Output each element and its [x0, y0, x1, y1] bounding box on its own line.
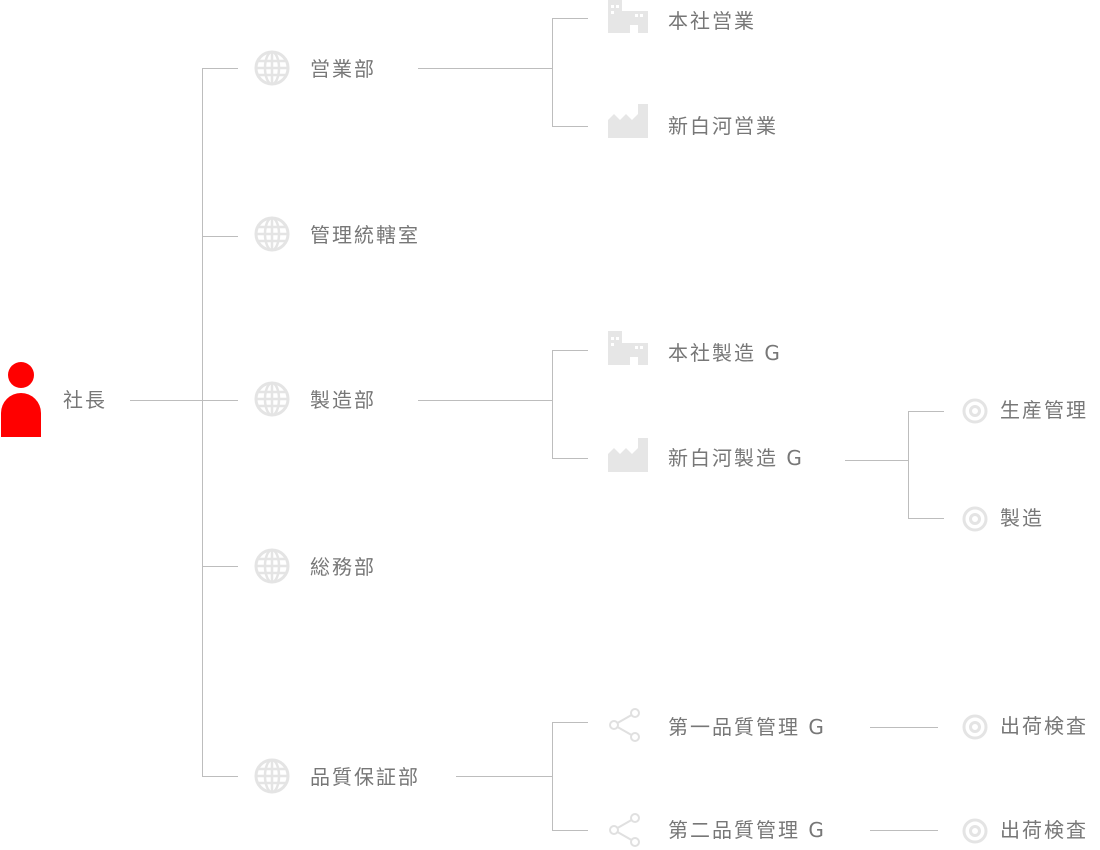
- department-label: 営業部: [310, 57, 376, 81]
- factory-icon: [608, 104, 648, 138]
- connector-line: [552, 350, 588, 351]
- team-label: 出荷検査: [1000, 818, 1088, 842]
- connector-line: [202, 68, 238, 69]
- connector-line: [870, 727, 938, 728]
- connector-line: [552, 18, 553, 127]
- root-label: 社長: [63, 388, 107, 412]
- connector-line: [202, 566, 238, 567]
- connector-line: [202, 68, 203, 777]
- connector-line: [552, 126, 588, 127]
- department-label: 製造部: [310, 388, 376, 412]
- share-icon: [607, 812, 643, 848]
- group-label: 本社営業: [668, 9, 756, 33]
- connector-line: [908, 518, 944, 519]
- connector-line: [908, 411, 944, 412]
- connector-line: [418, 68, 552, 69]
- connector-line: [552, 722, 588, 723]
- group-label: 第二品質管理 G: [668, 818, 826, 842]
- connector-line: [552, 722, 553, 831]
- office-building-icon: [608, 331, 648, 365]
- globe-icon: [254, 758, 290, 794]
- globe-icon: [254, 50, 290, 86]
- group-label: 新白河製造 G: [668, 446, 804, 470]
- connector-line: [418, 400, 552, 401]
- department-label: 総務部: [310, 555, 376, 579]
- connector-line: [552, 458, 588, 459]
- person-icon: [1, 362, 41, 437]
- department-label: 品質保証部: [310, 765, 420, 789]
- target-icon: [962, 398, 988, 424]
- connector-line: [202, 776, 238, 777]
- department-label: 管理統轄室: [310, 223, 420, 247]
- target-icon: [962, 714, 988, 740]
- globe-icon: [254, 548, 290, 584]
- connector-line: [456, 776, 552, 777]
- connector-line: [552, 830, 588, 831]
- target-icon: [962, 506, 988, 532]
- team-label: 生産管理: [1000, 398, 1088, 422]
- connector-line: [552, 350, 553, 459]
- group-label: 第一品質管理 G: [668, 715, 826, 739]
- team-label: 出荷検査: [1000, 714, 1088, 738]
- team-label: 製造: [1000, 506, 1044, 530]
- connector-line: [908, 411, 909, 519]
- target-icon: [962, 818, 988, 844]
- globe-icon: [254, 381, 290, 417]
- connector-line: [845, 460, 908, 461]
- connector-line: [130, 400, 238, 401]
- connector-line: [202, 236, 238, 237]
- globe-icon: [254, 216, 290, 252]
- connector-line: [870, 830, 938, 831]
- factory-icon: [608, 438, 648, 472]
- group-label: 本社製造 G: [668, 341, 782, 365]
- connector-line: [552, 18, 588, 19]
- office-building-icon: [608, 0, 648, 33]
- share-icon: [607, 707, 643, 743]
- group-label: 新白河営業: [668, 114, 778, 138]
